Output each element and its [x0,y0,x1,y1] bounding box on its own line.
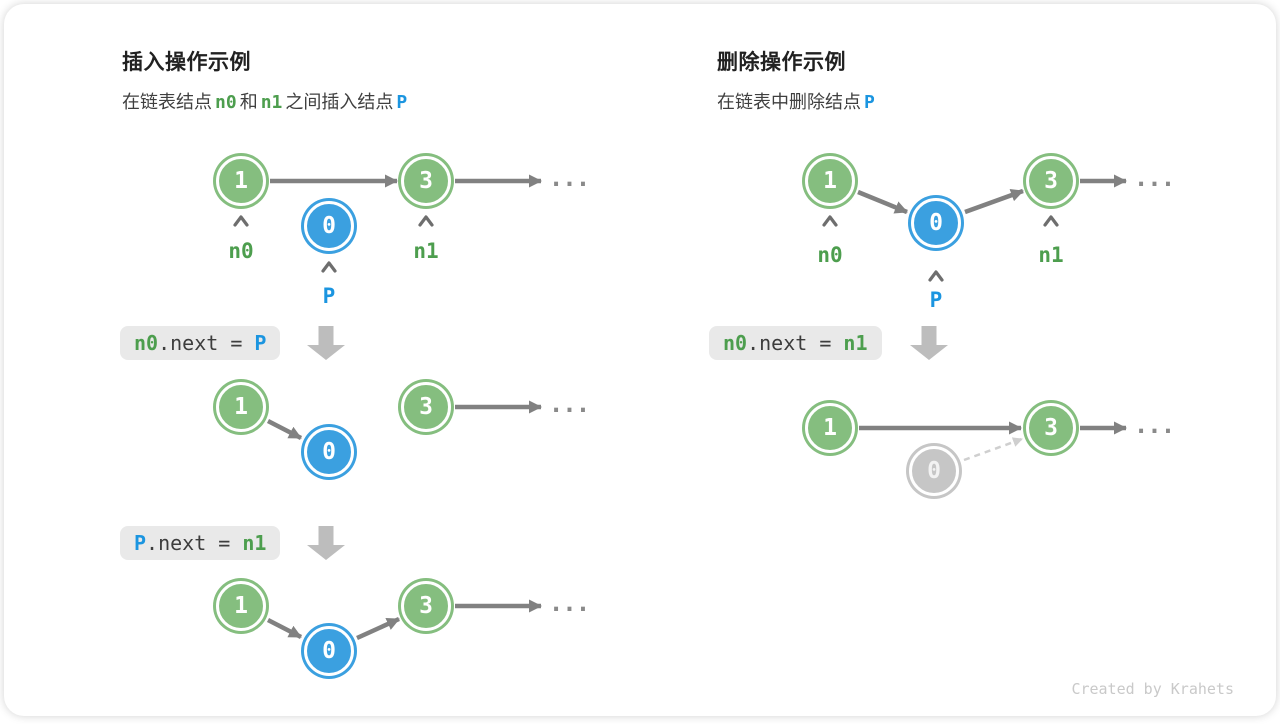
arrow-right2-removed-p-to-n1-dashed [964,439,1022,460]
node-n0: 1 [805,403,855,453]
code-token-n1: n1 [242,531,266,555]
subtitle-p: P [396,92,407,113]
code-token-p: P [254,331,266,355]
code-token-p: P [134,531,146,555]
node-n1: 3 [401,156,451,206]
node-p: 0 [911,198,961,248]
arrow-right1-n0-to-p [858,192,907,212]
node-p-removed: 0 [909,446,959,496]
node-n0: 1 [805,156,855,206]
caret-left-p-icon [323,263,335,271]
caret-right-p-icon [930,272,942,280]
down-arrow-icon [910,326,948,360]
ellipsis: ... [1134,166,1174,190]
arrow-left2-n0-to-p [268,421,301,438]
subtitle-n1: n1 [261,92,283,113]
node-n0: 1 [216,581,266,631]
code-token-n1: n1 [843,331,867,355]
ellipsis: ... [549,591,589,615]
code-box-n0-next-n1: n0.next = n1 [709,326,882,360]
delete-example-title: 删除操作示例 [717,46,846,76]
node-n1: 3 [401,581,451,631]
pointer-label-n0: n0 [228,239,253,263]
arrow-left3-p-to-n1 [357,619,399,638]
ellipsis: ... [549,166,589,190]
subtitle-text: 之间插入结点 [285,92,393,112]
node-p: 0 [304,626,354,676]
code-box-p-next-n1: P.next = n1 [120,526,280,560]
caret-right-n1-icon [1045,217,1057,225]
ellipsis: ... [549,392,589,416]
node-n0: 1 [216,156,266,206]
credit-text: Created by Krahets [1071,680,1234,698]
subtitle-n0: n0 [215,92,237,113]
insert-example-title: 插入操作示例 [122,46,251,76]
subtitle-text: 在链表中删除结点 [717,92,861,112]
ellipsis: ... [1134,413,1174,437]
pointer-label-p: P [930,288,943,312]
arrow-left3-n0-to-p [268,620,301,637]
caret-right-n0-icon [824,217,836,225]
subtitle-text: 在链表结点 [122,92,212,112]
caret-left-n0-icon [235,217,247,225]
code-token-next: .next = [146,531,242,555]
node-n1: 3 [401,382,451,432]
node-n0: 1 [216,382,266,432]
caret-left-n1-icon [420,217,432,225]
node-n1: 3 [1026,156,1076,206]
pointer-label-n1: n1 [1038,243,1063,267]
code-token-next: .next = [747,331,843,355]
node-n1: 3 [1026,403,1076,453]
code-token-next: .next = [158,331,254,355]
down-arrow-icon [307,326,345,360]
arrow-right1-p-to-n1 [965,191,1023,212]
code-box-n0-next-p: n0.next = P [120,326,280,360]
pointer-label-n0: n0 [817,243,842,267]
subtitle-p: P [864,92,875,113]
code-token-n0: n0 [723,331,747,355]
subtitle-text: 和 [240,92,258,112]
pointer-label-n1: n1 [413,239,438,263]
code-token-n0: n0 [134,331,158,355]
pointer-label-p: P [323,284,336,308]
node-p: 0 [304,427,354,477]
down-arrow-icon [307,526,345,560]
node-p: 0 [304,201,354,251]
